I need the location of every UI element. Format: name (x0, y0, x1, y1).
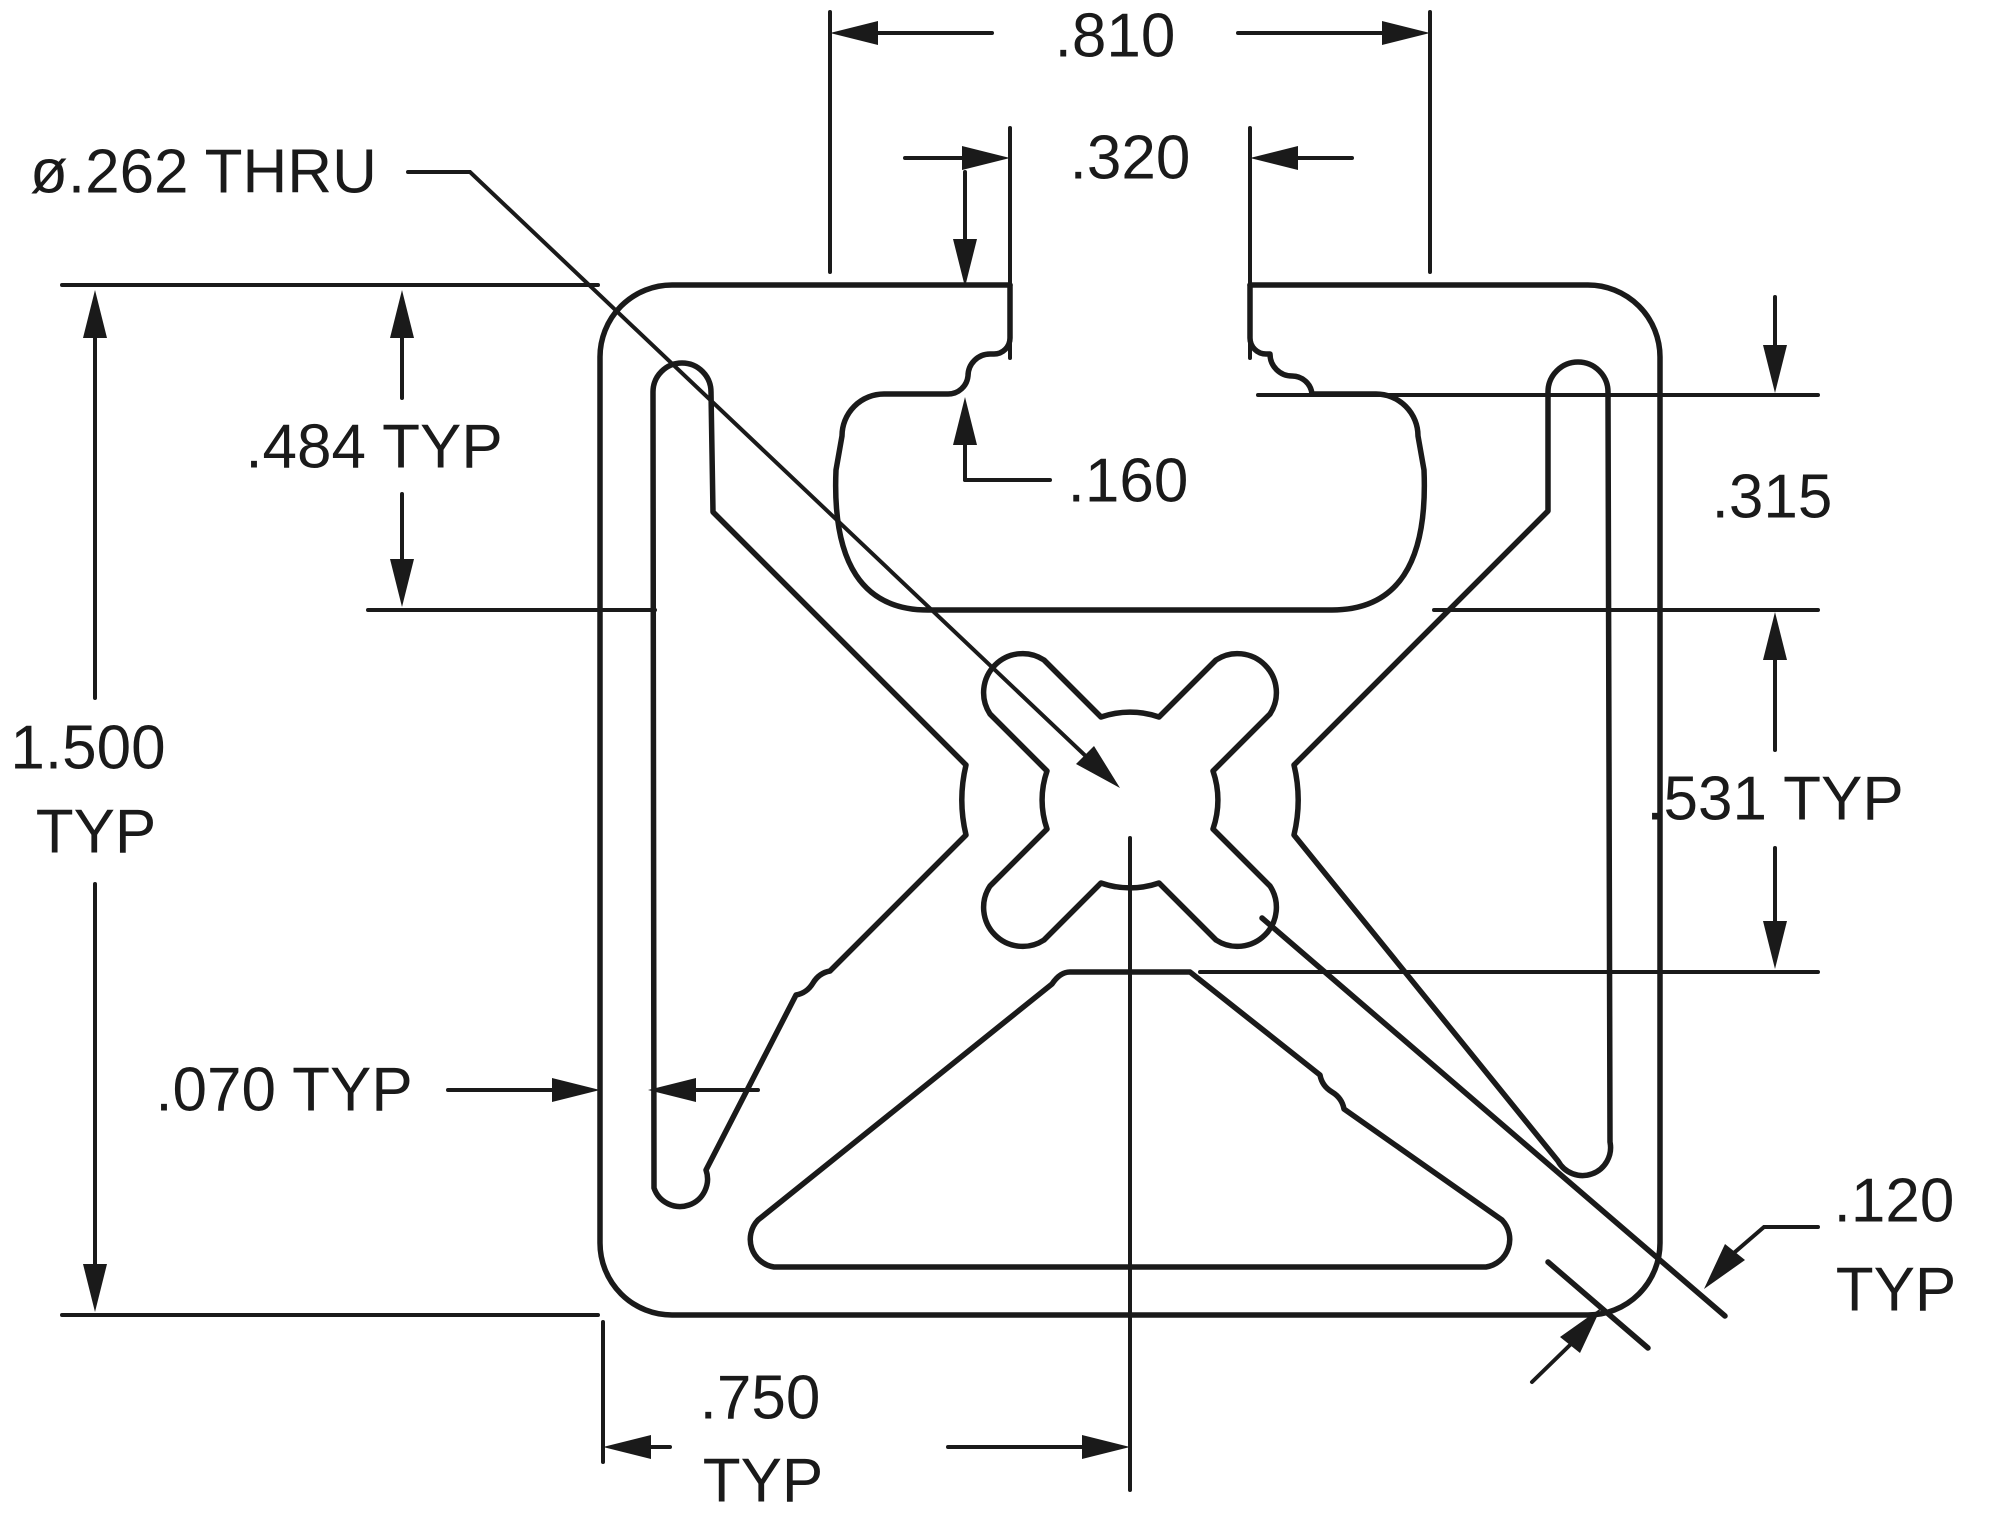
center-space-label: .531 TYP (1646, 765, 1903, 834)
dimension-lines (83, 21, 1820, 1459)
slot-opening-label: .320 (1070, 124, 1191, 193)
lip-depth-label: .160 (1068, 447, 1189, 516)
t-slot-cavity (832, 282, 1428, 613)
dimension-labels: ø.262 THRU .810 .320 .160 .484 TYP 1.500… (10, 2, 1956, 1514)
left-side-cavity (650, 360, 969, 1210)
overall-size-suffix-label: TYP (36, 798, 157, 867)
under-lip-space-label: .315 (1712, 463, 1833, 532)
right-side-cavity (1291, 359, 1614, 1179)
half-width-suffix-label: TYP (703, 1447, 824, 1514)
overall-size-value-label: 1.500 (10, 714, 165, 783)
wall-thickness-label: .070 TYP (155, 1056, 412, 1125)
slot-depth-label: .484 TYP (245, 413, 502, 482)
corner-rib-lines (1259, 915, 1728, 1351)
rib-thickness-suffix-label: TYP (1836, 1256, 1957, 1325)
extension-lines (60, 10, 1820, 1464)
hole-callout-label: ø.262 THRU (30, 138, 377, 207)
slot-cavity-width-label: .810 (1055, 2, 1176, 71)
half-width-value-label: .750 (700, 1364, 821, 1433)
bottom-cavity (747, 969, 1513, 1270)
rib-thickness-value-label: .120 (1834, 1167, 1955, 1236)
